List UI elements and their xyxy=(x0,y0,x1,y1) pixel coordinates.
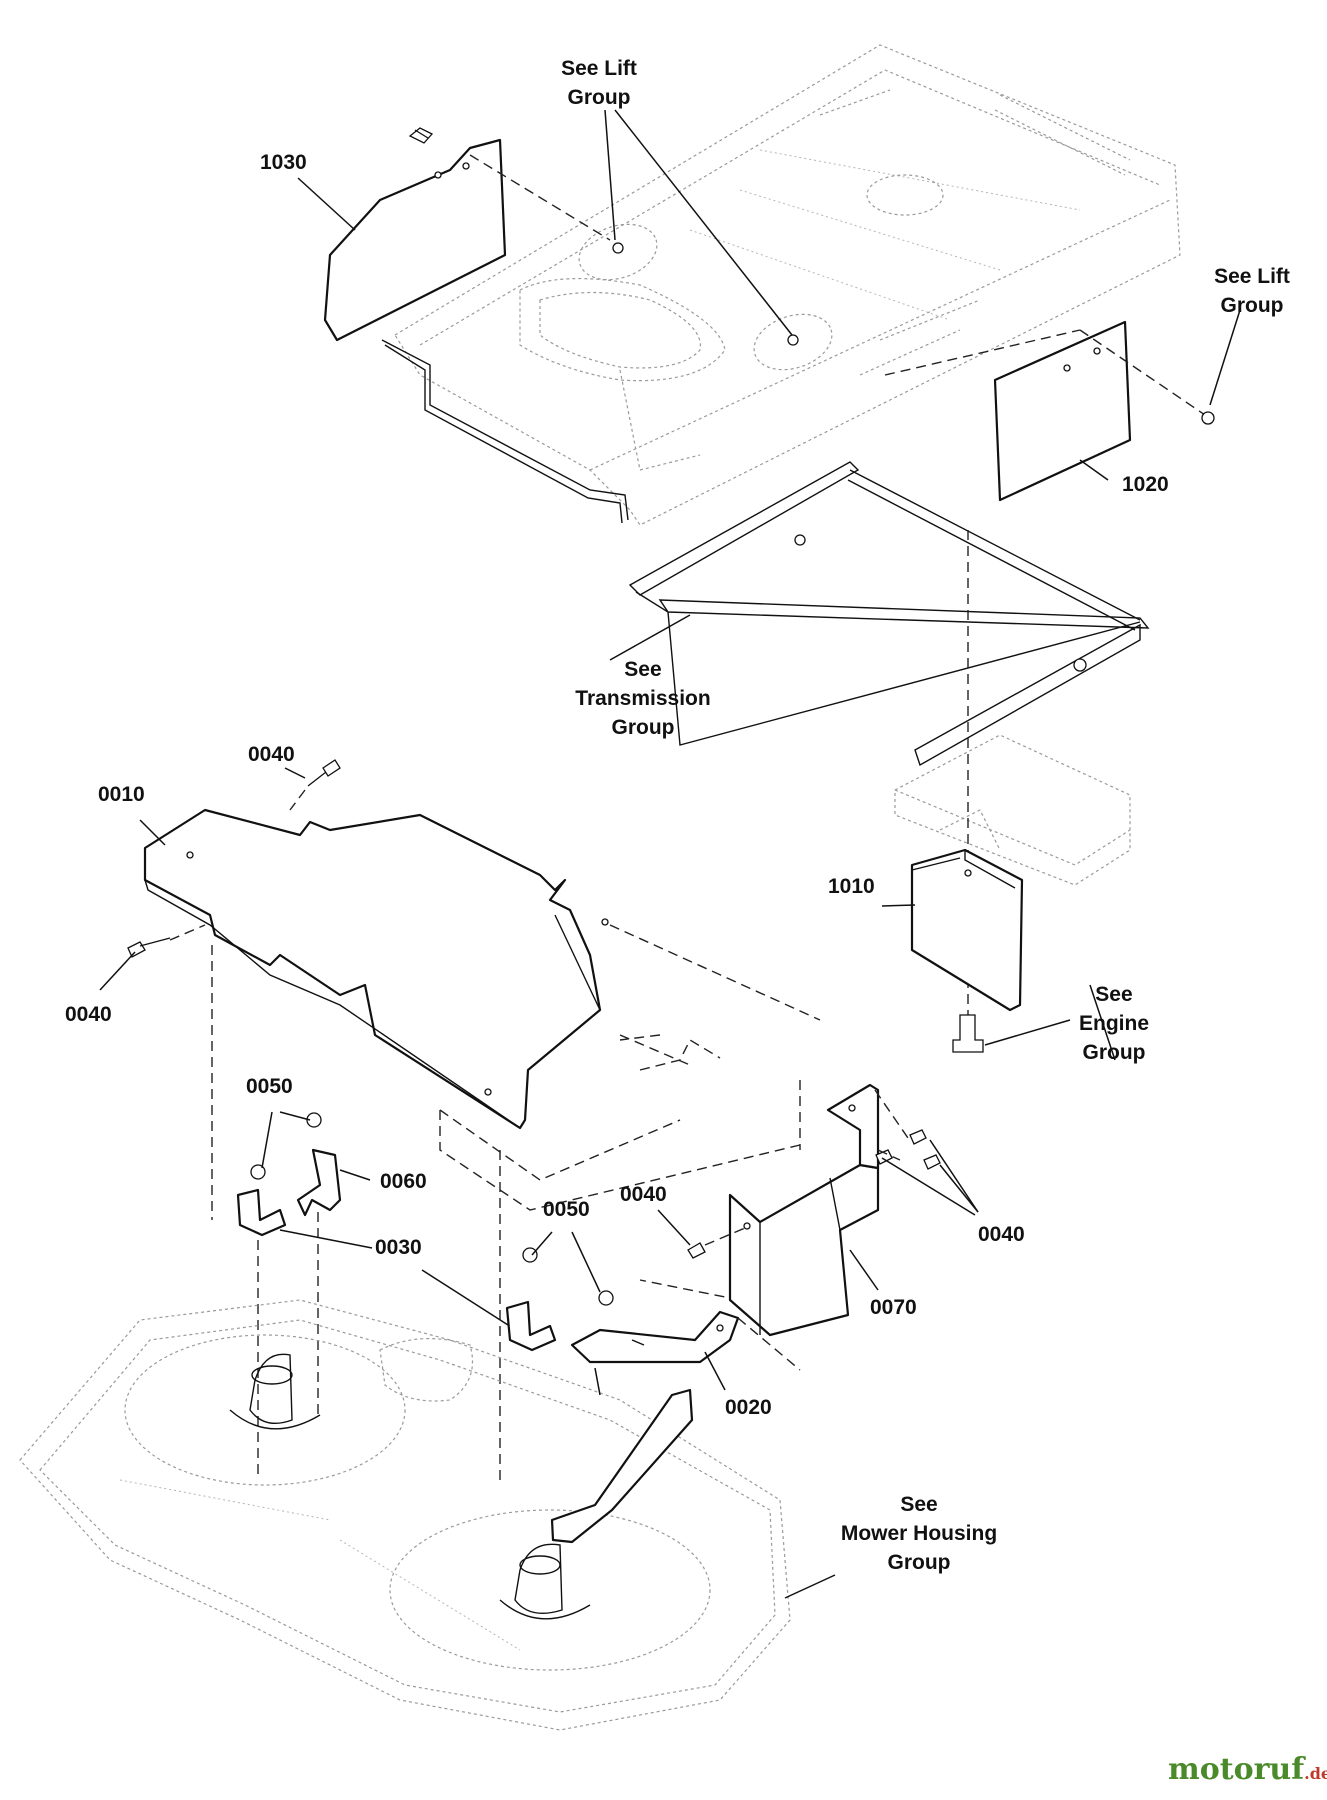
mower-deck xyxy=(19,1299,791,1731)
bolt-0040-top xyxy=(307,759,341,787)
nut-0050-left-b xyxy=(306,1112,322,1128)
dash-bolt-left xyxy=(169,924,206,941)
part-number-0060: 0060 xyxy=(380,1170,427,1193)
label-line: See xyxy=(1095,983,1133,1006)
chassis-front-lip xyxy=(381,339,629,524)
watermark-logo: motoruf.de xyxy=(1168,1752,1327,1787)
label-line: Mower Housing xyxy=(840,1522,998,1545)
part-number-0040-top: 0040 xyxy=(248,743,295,766)
label-see-lift-group-right: See Lift Group xyxy=(1214,262,1290,320)
nut-1020 xyxy=(1201,411,1215,425)
label-line: Group xyxy=(1220,294,1284,317)
nut-0050-left-a xyxy=(250,1164,266,1180)
spindle-right xyxy=(499,1543,591,1620)
label-see-lift-group-top: See Lift Group xyxy=(561,54,637,112)
part-0030-bracket-mid xyxy=(505,1300,557,1352)
label-see-engine-group: See Engine Group xyxy=(1079,980,1149,1067)
label-line: See Lift xyxy=(561,57,637,80)
part-0020-bracket xyxy=(570,1310,740,1364)
label-line: Engine xyxy=(1078,1012,1150,1035)
bolt-1010 xyxy=(952,1014,984,1053)
part-0010-belt-cover xyxy=(143,808,609,1130)
part-number-1010: 1010 xyxy=(828,875,875,898)
chassis-frame xyxy=(394,44,1181,526)
dash-0010-bottom xyxy=(439,1034,801,1211)
dash-0030-left xyxy=(257,1212,319,1480)
bolts-0040-right xyxy=(875,1129,941,1170)
label-line: See xyxy=(900,1493,938,1516)
dash-1030-to-frame xyxy=(469,154,611,241)
transmission-bracket xyxy=(628,461,1150,767)
label-see-transmission-group: See Transmission Group xyxy=(575,655,710,742)
watermark-suffix: .de xyxy=(1304,1764,1327,1783)
spindle-left xyxy=(229,1353,321,1430)
part-number-0040-mid: 0040 xyxy=(620,1183,667,1206)
bolt-0040-mid xyxy=(687,1242,706,1259)
dash-bolt-mid xyxy=(704,1227,746,1246)
watermark-text: motoruf xyxy=(1168,1752,1305,1787)
part-0030-bracket-left xyxy=(236,1188,287,1237)
nut-0050-mid-b xyxy=(598,1290,614,1306)
part-number-1020: 1020 xyxy=(1122,473,1169,496)
dash-0010-right xyxy=(439,924,821,1181)
leader-lines xyxy=(99,109,1241,1599)
part-number-0050-mid: 0050 xyxy=(543,1198,590,1221)
deck-bracket xyxy=(550,1388,694,1544)
part-1010-guard xyxy=(910,848,1024,1012)
part-number-0070: 0070 xyxy=(870,1296,917,1319)
label-see-mower-housing-group: See Mower Housing Group xyxy=(841,1490,997,1577)
part-number-0040-right: 0040 xyxy=(978,1223,1025,1246)
part-number-0010: 0010 xyxy=(98,783,145,806)
dash-1020 xyxy=(884,329,1206,416)
label-line: Group xyxy=(567,86,631,109)
label-line: See xyxy=(624,658,662,681)
dash-0020 xyxy=(639,1279,801,1371)
label-line: Group xyxy=(887,1551,951,1574)
label-line: See Lift xyxy=(1214,265,1290,288)
label-line: Group xyxy=(1082,1041,1146,1064)
part-number-0030: 0030 xyxy=(375,1236,422,1259)
dash-bolts-right xyxy=(874,1089,909,1161)
dash-bolt-top xyxy=(289,789,306,811)
label-line: Group xyxy=(611,716,675,739)
part-number-0020: 0020 xyxy=(725,1396,772,1419)
dash-0010-vertical xyxy=(211,945,501,1480)
part-0070-guard xyxy=(728,1083,880,1337)
lift-disc-right xyxy=(753,313,833,371)
bolt-0040-left xyxy=(127,937,171,958)
part-number-0050-left: 0050 xyxy=(246,1075,293,1098)
nut-0050-mid-a xyxy=(522,1247,538,1263)
part-number-0040-left: 0040 xyxy=(65,1003,112,1026)
part-1020-plate xyxy=(993,320,1132,502)
part-0060-bracket xyxy=(296,1148,342,1217)
label-line: Transmission xyxy=(575,687,711,710)
engine-mount-box xyxy=(894,734,1131,886)
part-number-1030: 1030 xyxy=(260,151,307,174)
part-1030-plate xyxy=(323,127,507,342)
